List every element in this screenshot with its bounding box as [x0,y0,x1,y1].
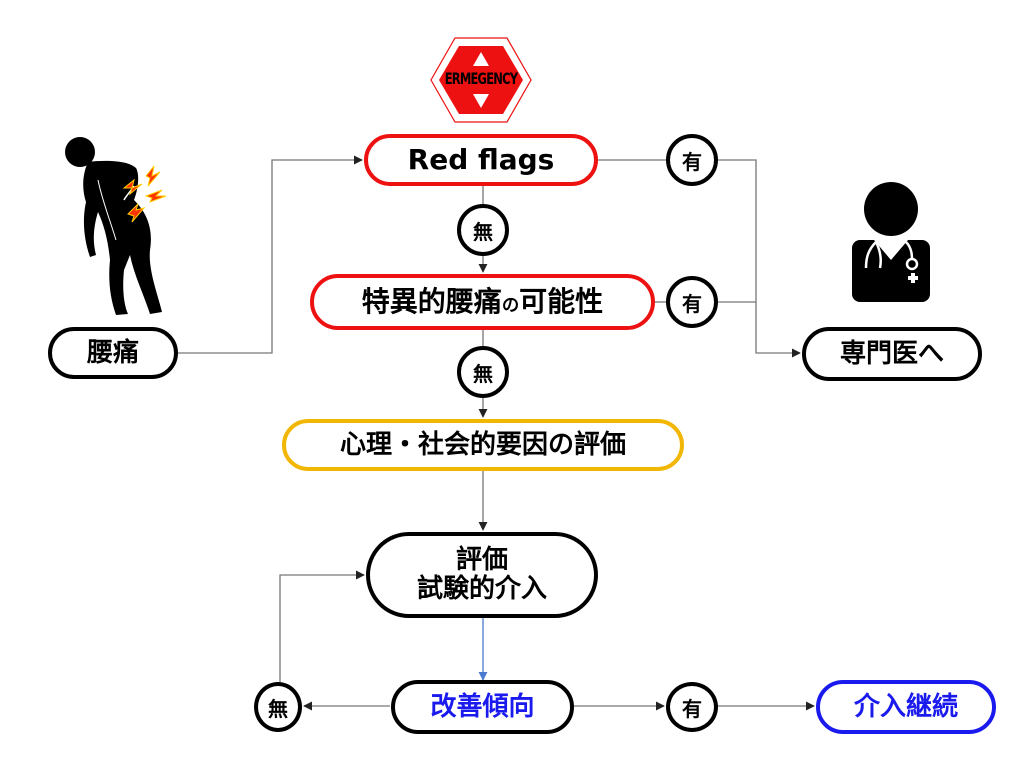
node-psychosocial[interactable]: 心理・社会的要因の評価 [282,419,684,471]
node-label: 介入継続 [853,691,958,722]
node-improvement[interactable]: 改善傾向 [391,680,574,734]
label-tail: 可能性 [519,284,604,318]
decision-label: 無 [473,361,493,386]
person-back-pain-icon [58,130,178,320]
line-no3-loop [279,570,365,682]
node-specific-lbp[interactable]: 特異的腰痛の可能性 [310,274,655,330]
decision-label: 有 [682,696,702,721]
decision-label: 有 [682,149,702,174]
node-continue[interactable]: 介入継続 [816,680,996,734]
node-label: 専門医へ [839,338,944,369]
decision-label: 無 [473,219,493,244]
node-low-back-pain[interactable]: 腰痛 [48,327,178,379]
node-label: 特異的腰痛の可能性 [361,284,604,318]
decision-label: 無 [268,696,288,721]
node-label: Red flags [407,142,555,176]
node-label-line2: 試験的介入 [416,574,547,604]
label-particle: の [501,295,520,316]
node-label: 心理・社会的要因の評価 [339,429,626,460]
decision-label: 有 [682,291,702,316]
decision-red-flags-yes[interactable]: 有 [666,134,718,186]
node-label: 腰痛 [86,337,139,368]
decision-red-flags-no[interactable]: 無 [457,204,509,256]
emergency-label: ERMEGENCY [444,69,518,88]
decision-improvement-yes[interactable]: 有 [666,682,718,732]
decision-specific-no[interactable]: 無 [457,346,509,398]
doctor-icon [850,182,932,304]
line-lbp-to-redflags [178,155,363,354]
line-yes1-to-right [718,159,801,358]
node-label: 改善傾向 [430,691,535,722]
decision-improvement-no[interactable]: 無 [254,682,302,732]
up-arrow-icon [473,52,489,66]
label-main: 特異的腰痛 [361,284,502,318]
emergency-sign-icon: ERMEGENCY [425,36,537,124]
node-specialist[interactable]: 専門医へ [802,327,982,381]
node-red-flags[interactable]: Red flags [364,134,598,186]
decision-specific-yes[interactable]: 有 [666,276,718,328]
node-label-line1: 評価 [455,545,508,576]
down-arrow-icon [473,94,489,108]
node-evaluation[interactable]: 評価 試験的介入 [366,532,598,618]
